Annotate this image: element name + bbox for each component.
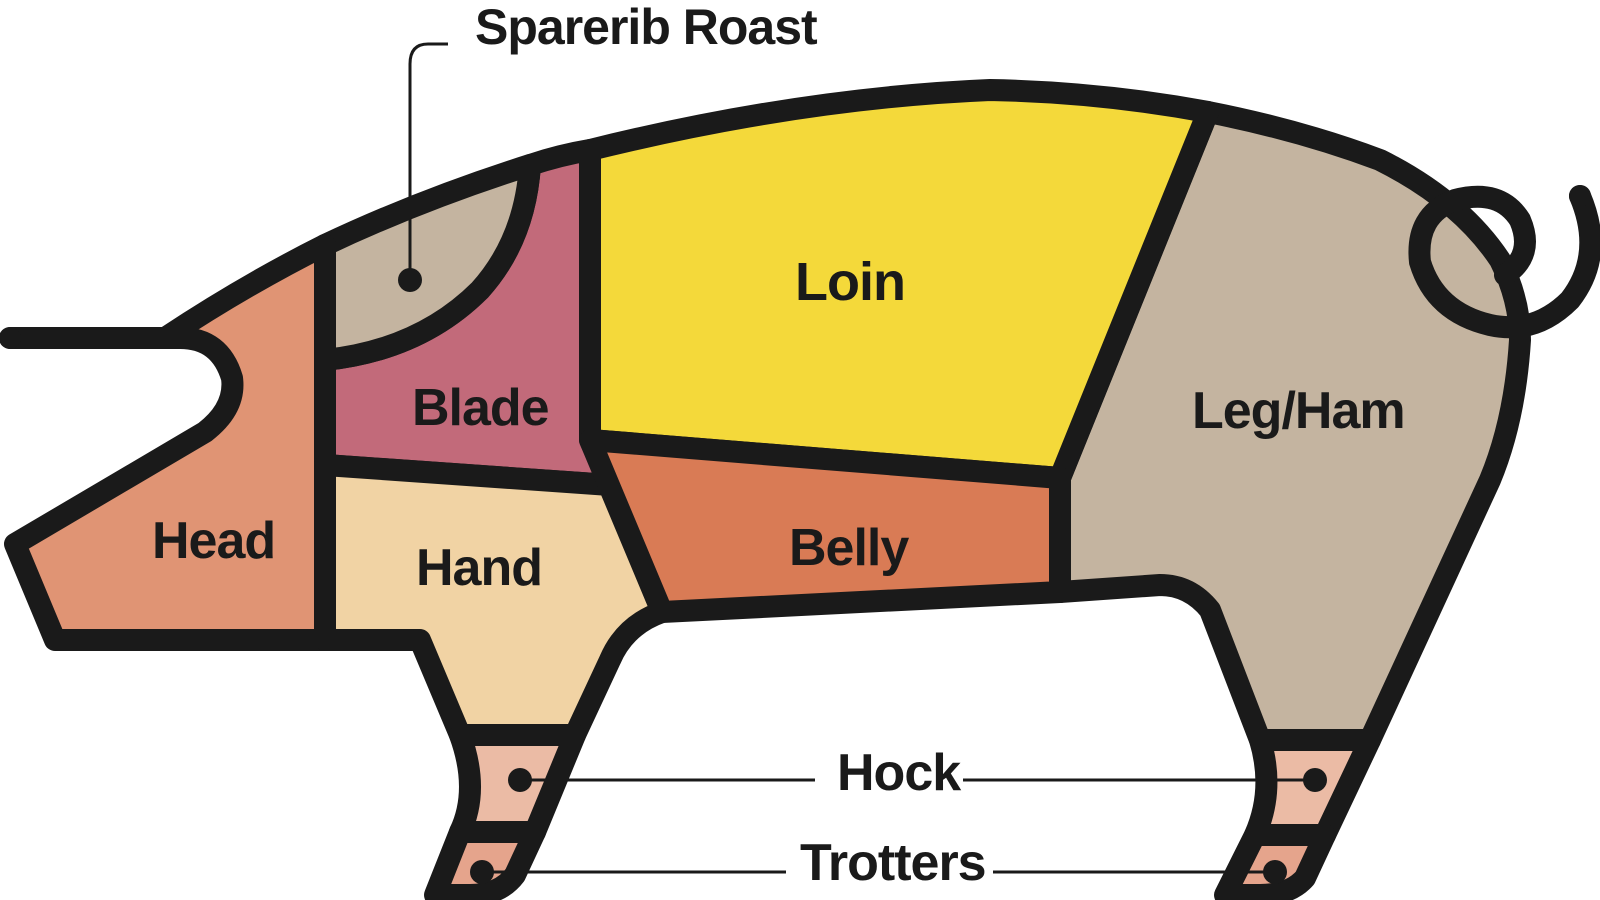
head-region: [0, 234, 336, 651]
label-leg-ham: Leg/Ham: [1192, 382, 1405, 440]
label-blade: Blade: [412, 379, 549, 437]
leg-ham-region: [1049, 101, 1531, 751]
label-trotters: Trotters: [800, 834, 986, 892]
label-loin: Loin: [795, 252, 905, 312]
label-hand: Hand: [416, 539, 542, 597]
loin-region: [579, 79, 1219, 489]
sparerib-dot: [398, 268, 422, 292]
label-sparerib-roast: Sparerib Roast: [475, 0, 818, 55]
snout-nostril: [0, 327, 21, 349]
tail-curl: [1408, 185, 1600, 339]
hock-dot-right: [1303, 768, 1327, 792]
tail-tip: [1569, 185, 1591, 207]
label-hock: Hock: [837, 744, 961, 802]
sparerib-leader-line: [408, 42, 448, 280]
trotters-dot-left: [470, 860, 494, 884]
label-head: Head: [152, 512, 275, 570]
belly-region: [579, 429, 1071, 623]
sparerib-roast-region: [314, 154, 541, 371]
label-belly: Belly: [789, 519, 909, 577]
hock-dot-left: [508, 768, 532, 792]
trotters-dot-right: [1263, 860, 1287, 884]
